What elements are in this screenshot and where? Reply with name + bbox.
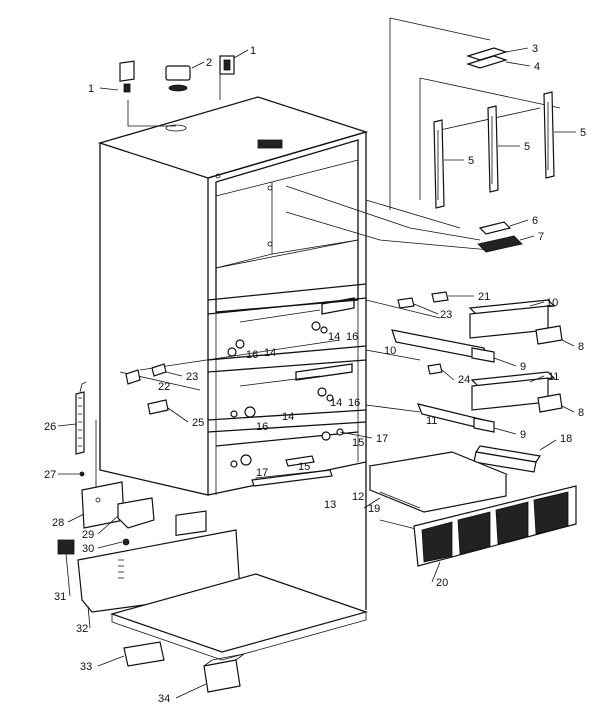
hinge-bracket-lower: [477, 221, 523, 253]
callout-14-a: 14: [328, 331, 340, 343]
callout-16-c: 16: [348, 397, 360, 409]
crisper-tray: [367, 451, 509, 513]
callout-12: 12: [352, 491, 364, 503]
callout-9-upper: 9: [520, 361, 526, 373]
front-rail: [473, 445, 542, 473]
callout-16-b: 16: [246, 349, 258, 361]
callout-33: 33: [80, 661, 92, 673]
callout-10-lower: 10: [384, 345, 396, 357]
callout-11-lower: 11: [426, 415, 437, 427]
callout-16-d: 16: [256, 421, 268, 433]
callout-8-lower: 8: [578, 407, 584, 419]
hinge-bracket-upper: [466, 47, 508, 69]
callout-5-middle: 5: [524, 141, 530, 153]
callout-23-right: 23: [440, 309, 452, 321]
drawer-slide-assemblies: [391, 291, 563, 433]
callout-21: 21: [478, 291, 490, 303]
callout-28: 28: [52, 517, 64, 529]
callout-26: 26: [44, 421, 56, 433]
callout-18: 18: [560, 433, 572, 445]
shelf-ladder-rails: [433, 91, 555, 209]
callout-24: 24: [458, 374, 470, 386]
callout-17-right: 17: [376, 433, 388, 445]
callout-34: 34: [158, 693, 170, 705]
hinge-cover-right: [219, 55, 235, 75]
bracket-29: [117, 497, 155, 529]
callout-3: 3: [532, 43, 538, 55]
callout-31: 31: [54, 591, 66, 603]
top-cap-part: [165, 65, 191, 92]
callout-5-left: 5: [468, 155, 474, 167]
callout-1-right: 1: [250, 45, 256, 57]
cabinet: [97, 96, 369, 610]
callout-15-right: 15: [352, 437, 364, 449]
part-30: [122, 538, 130, 546]
callout-30: 30: [82, 543, 94, 555]
callout-14-d: 14: [282, 411, 294, 423]
callout-15-left: 15: [298, 461, 310, 473]
base-pan: [109, 573, 369, 661]
callout-leader-ticks: [57, 47, 576, 699]
callout-9-lower: 9: [520, 429, 526, 441]
small-fasteners: [125, 321, 344, 487]
hinge-cover-left: [119, 60, 135, 93]
callout-25: 25: [192, 417, 204, 429]
compressor-relay-34: [203, 653, 245, 693]
callout-2: 2: [206, 57, 212, 69]
part-27: [79, 471, 85, 477]
callout-22: 22: [158, 381, 170, 393]
callout-16-a: 16: [346, 331, 358, 343]
callout-17-left: 17: [256, 467, 268, 479]
callout-32: 32: [76, 623, 88, 635]
callout-8-upper: 8: [578, 341, 584, 353]
callout-7: 7: [538, 231, 544, 243]
callout-10-upper: 10: [546, 297, 558, 309]
callout-27: 27: [44, 469, 56, 481]
callout-13: 13: [324, 499, 336, 511]
callout-labels: 1 2 1 3 4 5 5 5 6 7 21 10 23 8 10 9 11 2…: [44, 43, 586, 705]
callout-20: 20: [436, 577, 448, 589]
callout-5-right: 5: [580, 127, 586, 139]
callout-4: 4: [534, 61, 540, 73]
defrost-heater-26: [75, 381, 87, 455]
callout-1-left: 1: [88, 83, 94, 95]
part-33: [123, 641, 165, 667]
callout-6: 6: [532, 215, 538, 227]
callout-19: 19: [368, 503, 380, 515]
callout-11-upper: 11: [548, 371, 559, 383]
callout-14-b: 14: [264, 347, 276, 359]
leader-lines: [95, 17, 561, 531]
part-31: [57, 539, 75, 555]
callout-29: 29: [82, 529, 94, 541]
callout-23-left: 23: [186, 371, 198, 383]
toe-grille: [413, 485, 577, 567]
callout-14-c: 14: [330, 397, 342, 409]
